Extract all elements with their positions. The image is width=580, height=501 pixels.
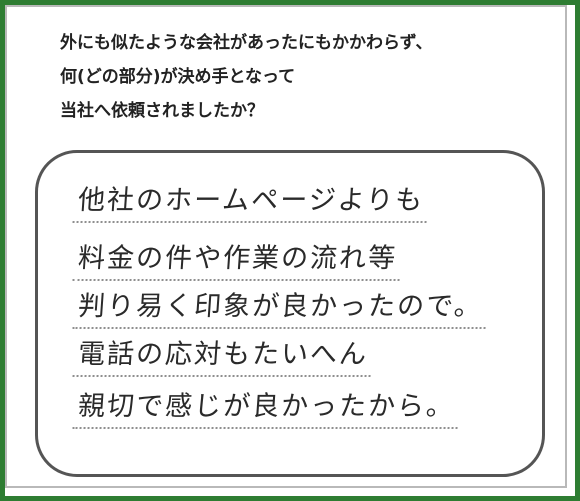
answer-line-2: 料金の件や作業の流れ等 <box>72 241 400 281</box>
question-line-1: 外にも似たような会社があったにもかかわらず、 <box>58 28 437 62</box>
question-block: 外にも似たような会社があったにもかかわらず、 何(どの部分)が決め手となって 当… <box>58 28 538 130</box>
answer-line-4: 電話の応対もたいへん <box>72 337 371 377</box>
answer-line-3-text: 判り易く印象が良かったので。 <box>76 291 485 322</box>
answer-line-4-text: 電話の応対もたいへん <box>76 339 370 370</box>
answer-line-1-text: 他社のホームページよりも <box>76 185 426 216</box>
answer-line-2-text: 料金の件や作業の流れ等 <box>76 243 399 274</box>
dotted-underline <box>72 221 427 223</box>
answer-line-3: 判り易く印象が良かったので。 <box>72 289 486 329</box>
answer-line-5: 親切で感じが良かったから。 <box>72 389 458 429</box>
handwritten-answer-box: 他社のホームページよりも 料金の件や作業の流れ等 判り易く印象が良かったので。 … <box>35 150 545 477</box>
answer-line-1: 他社のホームページよりも <box>72 183 427 223</box>
dotted-underline <box>72 327 486 329</box>
question-line-2: 何(どの部分)が決め手となって <box>58 62 300 96</box>
dotted-underline <box>72 279 400 281</box>
inner-frame <box>5 5 567 488</box>
dotted-underline <box>72 427 458 429</box>
answer-line-5-text: 親切で感じが良かったから。 <box>76 391 457 422</box>
dotted-underline <box>72 375 371 377</box>
question-line-3: 当社へ依頼されましたか？ <box>58 96 268 130</box>
